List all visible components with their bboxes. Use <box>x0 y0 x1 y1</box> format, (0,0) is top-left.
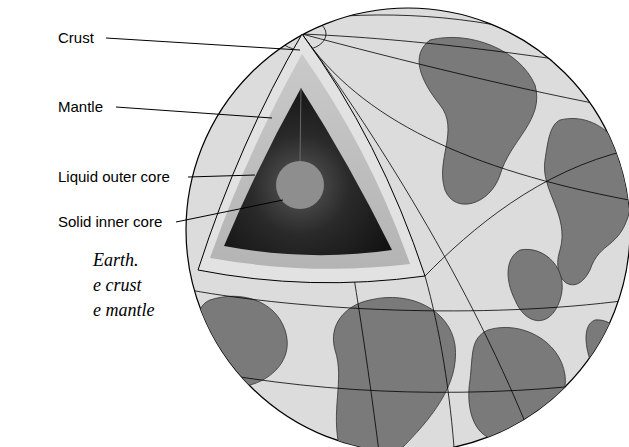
part-label: Liquid outer core <box>58 168 170 186</box>
caption-fragment: Earth. <box>93 250 139 271</box>
caption-fragment: e mantle <box>93 300 154 321</box>
caption-fragment: e crust <box>93 275 142 296</box>
part-label: Solid inner core <box>58 213 162 231</box>
part-label: Mantle <box>58 98 103 116</box>
part-label: Crust <box>58 29 94 47</box>
